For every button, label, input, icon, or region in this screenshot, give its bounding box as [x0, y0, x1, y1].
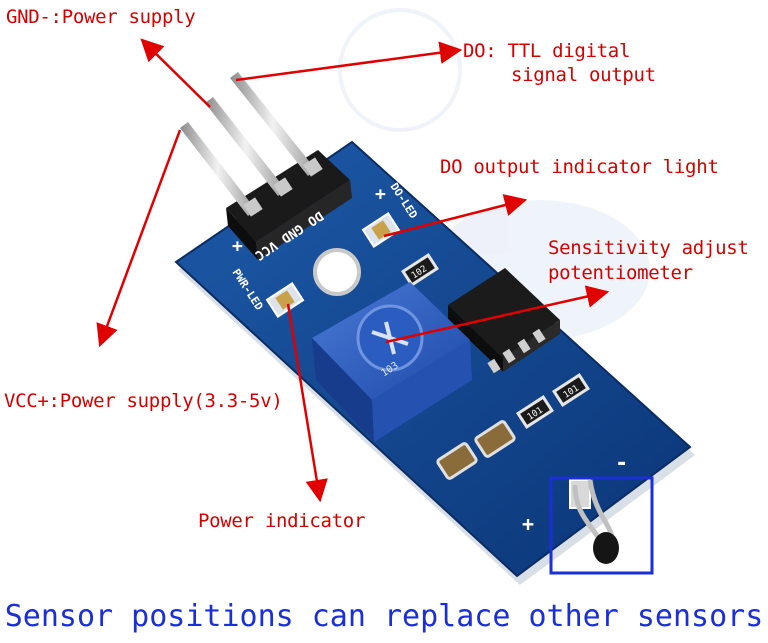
- comparator-chip: [448, 268, 560, 374]
- gnd-label: GND-:Power supply: [6, 6, 196, 28]
- sensor-highlight-box: [549, 476, 654, 575]
- arrow-pot: [385, 285, 610, 344]
- power-led: [265, 282, 305, 318]
- power-indicator-label: Power indicator: [198, 510, 366, 532]
- arrow-do: [235, 41, 463, 82]
- caption: Sensor positions can replace other senso…: [4, 599, 764, 634]
- thermistor-sensor: [569, 479, 619, 564]
- vcc-label: VCC+:Power supply(3.3-5v): [4, 390, 283, 412]
- resistor-r1: 102: [400, 253, 440, 287]
- do-label-line1: DO: TTL digital: [463, 40, 631, 62]
- plus-silkscreen: +: [375, 184, 386, 205]
- capacitor-c2: [474, 420, 516, 458]
- sensitivity-label-line2: potentiometer: [548, 262, 693, 284]
- arrow-gnd: [140, 38, 211, 108]
- arrow-do-led: [383, 194, 528, 238]
- pin-header: [180, 72, 352, 260]
- arrow-power-ind: [286, 303, 328, 503]
- mounting-hole: [313, 248, 361, 296]
- do-led-label: DO output indicator light: [440, 156, 719, 178]
- arrow-vcc: [96, 129, 182, 348]
- resistor-r3: 101: [551, 373, 591, 407]
- annotation-arrows: [96, 38, 610, 503]
- do-label-line2: signal output: [511, 64, 656, 86]
- sensitivity-label-line1: Sensitivity adjust: [548, 237, 749, 259]
- resistor-r2: 101: [515, 395, 555, 429]
- sensor-minus-silkscreen: -: [615, 451, 628, 476]
- plus-silkscreen-2: +: [232, 236, 243, 257]
- sensor-plus-silkscreen: +: [522, 512, 534, 536]
- capacitor-c1: [436, 442, 478, 480]
